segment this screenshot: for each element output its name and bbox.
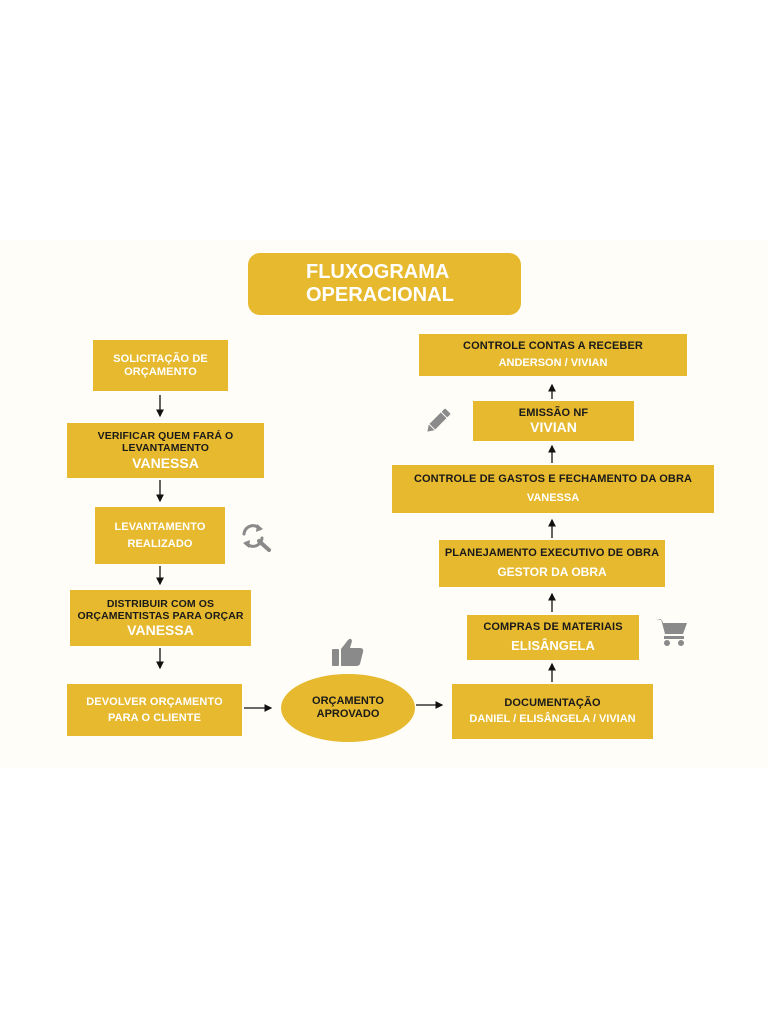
node-devolver: DEVOLVER ORÇAMENTO PARA O CLIENTE: [67, 684, 242, 736]
diagram-title: FLUXOGRAMA OPERACIONAL: [248, 253, 521, 315]
node-planejamento: PLANEJAMENTO EXECUTIVO DE OBRA GESTOR DA…: [439, 540, 665, 587]
thumbs-up-icon: [332, 638, 364, 666]
node-solicitacao: SOLICITAÇÃO DE ORÇAMENTO: [93, 340, 228, 391]
pencil-icon: [427, 408, 451, 432]
node-emissao-nf: EMISSÃO NF VIVIAN: [473, 401, 634, 441]
cart-icon: [656, 619, 687, 646]
node-documentacao: DOCUMENTAÇÃO DANIEL / ELISÂNGELA / VIVIA…: [452, 684, 653, 739]
node-compras: COMPRAS DE MATERIAIS ELISÂNGELA: [467, 615, 639, 660]
search-refresh-icon: [242, 524, 271, 552]
node-orcamento-aprovado: ORÇAMENTO APROVADO: [281, 674, 415, 742]
node-verificar: VERIFICAR QUEM FARÁ O LEVANTAMENTO VANES…: [67, 423, 264, 478]
node-levantamento: LEVANTAMENTO REALIZADO: [95, 507, 225, 564]
node-distribuir: DISTRIBUIR COM OS ORÇAMENTISTAS PARA ORÇ…: [70, 590, 251, 646]
node-controle-contas: CONTROLE CONTAS A RECEBER ANDERSON / VIV…: [419, 334, 687, 376]
node-controle-gastos: CONTROLE DE GASTOS E FECHAMENTO DA OBRA …: [392, 465, 714, 513]
